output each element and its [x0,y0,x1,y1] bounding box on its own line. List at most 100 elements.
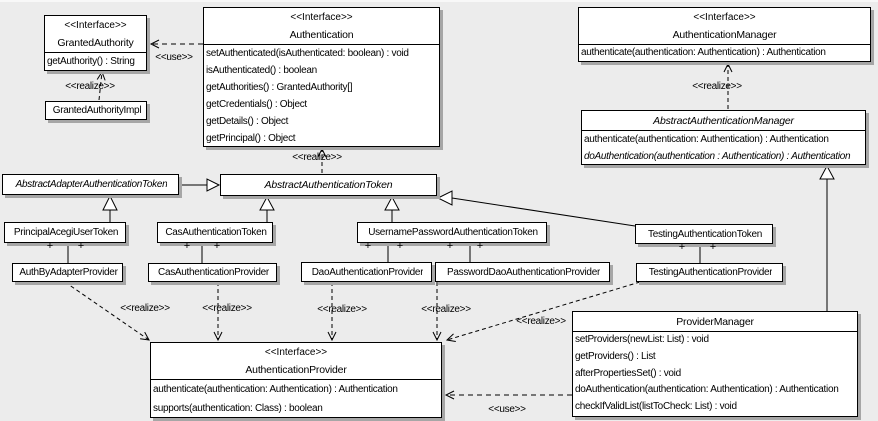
stereotype-label: <<Interface>> [264,347,328,358]
class-name: PrincipalAcegiUserToken [13,227,119,238]
realize-label: <<realize>> [516,316,566,327]
realize-label: <<realize>> [317,304,367,315]
method-label: supports(authentication: Class) : boolea… [153,403,323,414]
stereotype-label: <<Interface>> [64,20,127,31]
class-name: UsernamePasswordAuthenticationToken [368,227,538,238]
compartment-divider [573,331,857,332]
class-auth-by-adapter-provider: AuthByAdapterProvider [12,263,123,282]
class-abstract-authentication-manager: AbstractAuthenticationManager authentica… [581,110,866,165]
class-authentication: <<Interface>> Authentication setAuthenti… [203,7,440,147]
method-label: authenticate(authentication: Authenticat… [581,47,826,58]
compartment-divider [579,44,870,45]
method-label: doAuthentication(authentication: Authent… [575,384,839,396]
gen-testingtoken-to-abstracttoken [451,197,636,227]
class-name: AuthenticationManager [672,29,777,41]
class-name: CasAuthenticationToken [165,227,267,238]
method-label: getDetails() : Object [206,116,289,127]
method-label: authenticate(authentication: Authenticat… [584,134,829,145]
class-header: <<Interface>> Authentication [204,8,439,44]
realize-testingprovider-to-authprovider [445,281,641,343]
realize-label: <<realize>> [692,81,742,92]
method-label: afterPropertiesSet() : void [575,367,681,379]
class-abstract-authentication-token: AbstractAuthenticationToken [220,174,437,196]
class-cas-authentication-provider: CasAuthenticationProvider [148,263,277,282]
multiplicity-label: + [364,240,372,252]
use-label: <<use>> [488,404,526,415]
gen-triangle-up-1 [102,194,118,211]
method-label: setAuthenticated(isAuthenticated: boolea… [206,48,409,59]
realize-label: <<realize>> [65,81,115,92]
class-name: AbstractAuthenticationToken [264,179,393,191]
realize-arrows [64,62,733,343]
multiplicity-label: + [396,240,404,252]
gen-triangle-right [206,178,221,192]
gen-triangle-left [436,190,453,206]
class-name: DaoAuthenticationProvider [311,266,424,278]
method-label: authenticate(authentication: Authenticat… [153,384,398,395]
class-authentication-manager: <<Interface>> AuthenticationManager auth… [578,7,871,62]
class-password-dao-authentication-provider: PasswordDaoAuthenticationProvider [435,262,610,282]
class-granted-authority-impl: GrantedAuthorityImpl [45,101,147,120]
realize-label: <<realize>> [202,303,252,314]
class-name: PasswordDaoAuthenticationProvider [447,266,600,278]
realize-label: <<realize>> [120,303,170,314]
method-label: getProviders() : List [575,350,656,362]
class-cas-authentication-token: CasAuthenticationToken [157,222,273,243]
use-arrows [149,39,572,400]
class-abstract-adapter-authentication-token: AbstractAdapterAuthenticationToken [2,174,179,195]
gen-triangle-up-2 [259,195,275,211]
class-header: <<Interface>> GrantedAuthority [45,16,146,52]
method-label: isAuthenticated() : boolean [206,65,317,76]
class-provider-manager: ProviderManager setProviders(newList: Li… [572,311,858,417]
class-testing-authentication-provider: TestingAuthenticationProvider [636,263,783,282]
class-name: ProviderManager [676,316,754,328]
method-label: setProviders(newList: List) : void [575,334,709,345]
compartment-divider [582,130,865,131]
multiplicity-label: + [183,240,191,252]
realize-gaimpl-to-ga [96,70,106,101]
method-label: getCredentials() : Object [206,99,307,110]
class-name: GrantedAuthorityImpl [52,105,142,116]
method-label: getPrincipal() : Object [206,133,296,144]
multiplicity-label: + [476,240,484,252]
class-principal-acegi-user-token: PrincipalAcegiUserToken [4,222,126,243]
association-lines [67,243,701,263]
class-granted-authority: <<Interface>> GrantedAuthority getAuthor… [44,15,147,71]
class-name: AuthByAdapterProvider [19,267,118,278]
class-header: <<Interface>> AuthenticationProvider [151,343,441,379]
multiplicity-label: + [709,241,717,253]
class-name: TestingAuthenticationToken [648,228,762,240]
multiplicity-label: + [213,240,221,252]
multiplicity-label: + [77,240,85,252]
class-name: AbstractAdapterAuthenticationToken [15,179,168,190]
compartment-divider [151,379,441,380]
realize-label: <<realize>> [292,152,342,163]
class-authentication-provider: <<Interface>> AuthenticationProvider aut… [150,342,442,418]
compartment-divider [204,44,439,45]
stereotype-label: <<Interface>> [693,12,756,23]
method-label: getAuthority() : String [47,56,135,67]
class-name: GrantedAuthority [57,37,134,49]
method-label: checkIfValidList(listToCheck: List) : vo… [575,401,737,413]
method-label: getAuthorities() : GrantedAuthority[] [206,82,353,93]
abstract-method-label: doAuthentication(authentication : Authen… [584,151,851,162]
use-label: <<use>> [155,52,193,63]
class-username-password-authentication-token: UsernamePasswordAuthenticationToken [357,222,547,243]
generalization-arrows [102,164,835,311]
class-name: CasAuthenticationProvider [158,267,269,278]
class-name: AuthenticationProvider [245,364,347,376]
class-name: AbstractAuthenticationManager [653,115,794,127]
class-dao-authentication-provider: DaoAuthenticationProvider [301,262,432,282]
realize-authbyadapter-to-authprovider [64,281,150,341]
gen-triangle-up-4 [819,164,835,180]
realize-label: <<realize>> [421,304,471,315]
stereotype-label: <<Interface>> [290,12,353,23]
class-name: TestingAuthenticationProvider [648,267,773,278]
class-name: Authentication [289,29,354,41]
multiplicity-label: + [678,241,686,253]
compartment-divider [45,52,146,53]
class-header: <<Interface>> AuthenticationManager [579,8,870,44]
class-testing-authentication-token: TestingAuthenticationToken [635,224,773,244]
